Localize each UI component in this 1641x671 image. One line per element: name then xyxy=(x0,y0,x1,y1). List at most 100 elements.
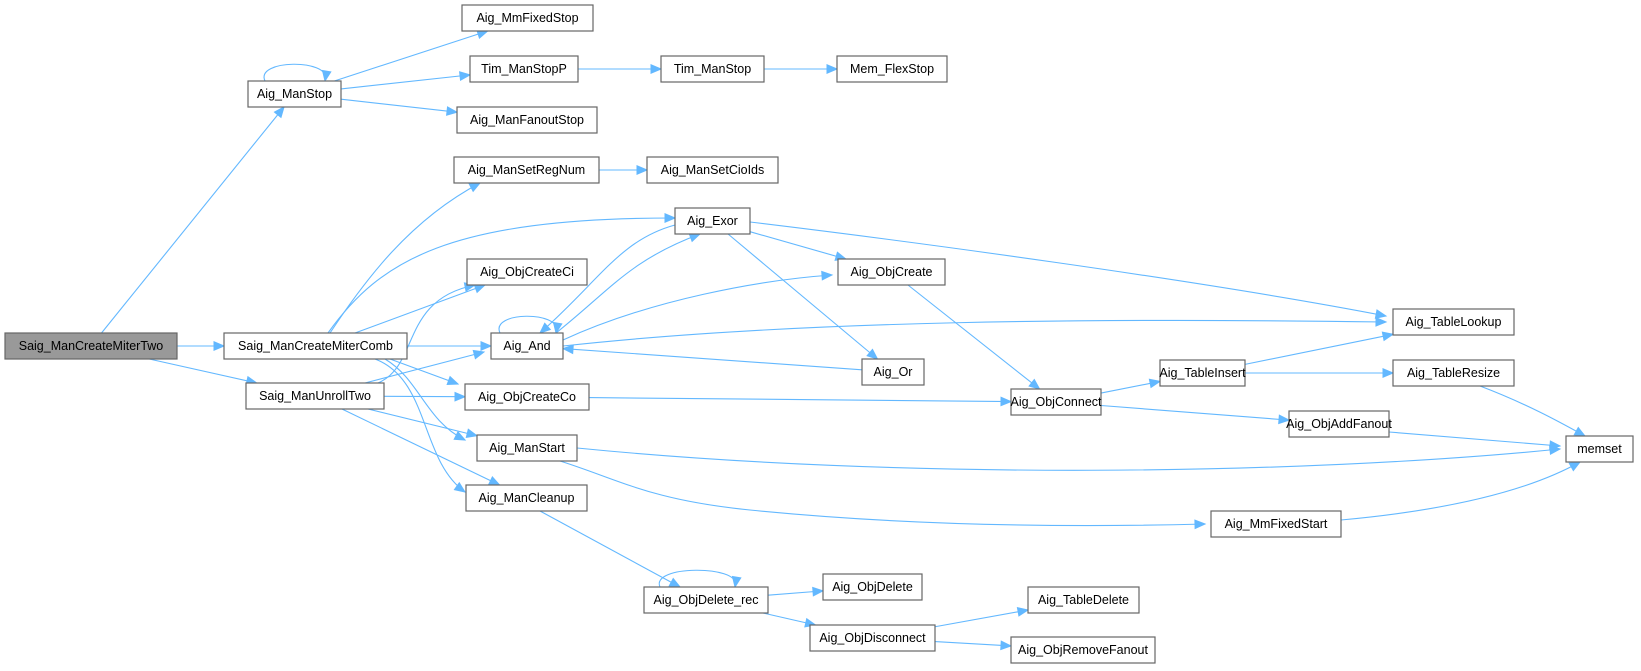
node-aig-and[interactable]: Aig_And xyxy=(490,332,564,360)
node-saig-manunrolltwo[interactable]: Saig_ManUnrollTwo xyxy=(245,382,385,410)
node-box[interactable] xyxy=(822,573,923,601)
node-box[interactable] xyxy=(245,382,385,410)
node-label: Aig_ObjCreateCi xyxy=(480,265,574,279)
node-label: Aig_ObjConnect xyxy=(1010,395,1102,409)
edge-Aig_ObjConnect-to-Aig_TableInsert xyxy=(1100,378,1162,394)
node-box[interactable] xyxy=(1010,636,1156,664)
edge-Aig_ObjCreate-to-Aig_ObjConnect xyxy=(907,284,1041,390)
node-box[interactable] xyxy=(660,55,765,83)
node-aig-objremovefanout[interactable]: Aig_ObjRemoveFanout xyxy=(1010,636,1156,664)
node-aig-manfanoutstop[interactable]: Aig_ManFanoutStop xyxy=(456,106,598,134)
node-aig-mansetregnum[interactable]: Aig_ManSetRegNum xyxy=(453,156,600,184)
node-box[interactable] xyxy=(1210,510,1342,538)
arrowhead xyxy=(453,481,467,493)
node-saig-mancreatemitertwo[interactable]: Saig_ManCreateMiterTwo xyxy=(4,332,178,360)
node-box[interactable] xyxy=(461,4,594,32)
arrowhead xyxy=(1016,606,1030,617)
edge-line xyxy=(149,358,257,384)
edge-line xyxy=(562,319,1387,347)
node-box[interactable] xyxy=(490,332,564,360)
arrowhead xyxy=(321,69,332,83)
node-label: Aig_Exor xyxy=(687,214,738,228)
node-label: Saig_ManCreateMiterComb xyxy=(238,339,393,353)
arrowhead xyxy=(688,233,702,243)
node-box[interactable] xyxy=(1392,308,1515,336)
edge-line xyxy=(539,224,676,334)
node-aig-tableresize[interactable]: Aig_TableResize xyxy=(1392,359,1515,387)
arrowhead xyxy=(1568,461,1582,472)
node-box[interactable] xyxy=(1392,359,1515,387)
node-tim-manstopp[interactable]: Tim_ManStopP xyxy=(469,55,579,83)
node-box[interactable] xyxy=(223,332,408,360)
node-label: Tim_ManStop xyxy=(674,62,751,76)
node-mem-flexstop[interactable]: Mem_FlexStop xyxy=(836,55,948,83)
node-label: Aig_ObjDelete xyxy=(832,580,913,594)
edge-Aig_ObjConnect-to-Aig_ObjAddFanout xyxy=(1100,404,1291,425)
edge-line xyxy=(341,408,500,486)
node-box[interactable] xyxy=(466,258,588,286)
arrowhead xyxy=(1573,426,1587,437)
node-box[interactable] xyxy=(643,586,769,614)
edge-line xyxy=(934,609,1029,628)
node-label: Aig_ObjDisconnect xyxy=(819,631,926,645)
edge-line xyxy=(555,233,701,334)
node-box[interactable] xyxy=(247,80,342,108)
node-box[interactable] xyxy=(4,332,178,360)
node-box[interactable] xyxy=(646,156,779,184)
node-aig-mmfixedstop[interactable]: Aig_MmFixedStop xyxy=(461,4,594,32)
node-aig-or[interactable]: Aig_Or xyxy=(861,358,925,386)
node-aig-mancleanup[interactable]: Aig_ManCleanup xyxy=(465,484,588,512)
node-aig-exor[interactable]: Aig_Exor xyxy=(674,207,751,235)
node-box[interactable] xyxy=(1565,435,1634,463)
edge-line xyxy=(576,447,1561,471)
node-memset[interactable]: memset xyxy=(1565,435,1634,463)
edge-line xyxy=(334,30,488,82)
node-aig-objdelete[interactable]: Aig_ObjDelete xyxy=(822,573,923,601)
node-box[interactable] xyxy=(456,106,598,134)
node-aig-objdisconnect[interactable]: Aig_ObjDisconnect xyxy=(809,624,936,652)
node-box[interactable] xyxy=(453,156,600,184)
edge-line xyxy=(749,221,1387,317)
arrowhead xyxy=(812,586,825,597)
node-box[interactable] xyxy=(465,484,588,512)
node-aig-objdelete-rec[interactable]: Aig_ObjDelete_rec xyxy=(643,586,769,614)
edge-Tim_ManStopP-to-Tim_ManStop xyxy=(578,64,663,74)
node-aig-objcreateci[interactable]: Aig_ObjCreateCi xyxy=(466,258,588,286)
arrowhead xyxy=(446,106,459,116)
node-label: Saig_ManUnrollTwo xyxy=(259,389,371,403)
node-box[interactable] xyxy=(1159,359,1246,387)
node-box[interactable] xyxy=(836,55,948,83)
node-label: Aig_TableDelete xyxy=(1038,593,1129,607)
node-box[interactable] xyxy=(809,624,936,652)
node-aig-manstop[interactable]: Aig_ManStop xyxy=(247,80,342,108)
arrowhead xyxy=(826,64,839,74)
node-aig-tabledelete[interactable]: Aig_TableDelete xyxy=(1027,586,1140,614)
node-aig-manstart[interactable]: Aig_ManStart xyxy=(476,434,578,462)
node-aig-mansetcioids[interactable]: Aig_ManSetCioIds xyxy=(646,156,779,184)
node-aig-objaddfanout[interactable]: Aig_ObjAddFanout xyxy=(1286,410,1392,438)
node-aig-mmfixedstart[interactable]: Aig_MmFixedStart xyxy=(1210,510,1342,538)
node-box[interactable] xyxy=(837,258,946,286)
node-aig-objconnect[interactable]: Aig_ObjConnect xyxy=(1010,388,1102,416)
node-box[interactable] xyxy=(476,434,578,462)
node-box[interactable] xyxy=(1010,388,1102,416)
node-box[interactable] xyxy=(469,55,579,83)
node-aig-tableinsert[interactable]: Aig_TableInsert xyxy=(1159,359,1246,387)
node-box[interactable] xyxy=(1288,410,1390,438)
edge-line xyxy=(367,408,478,437)
arrowhead xyxy=(446,375,460,386)
node-box[interactable] xyxy=(464,383,590,411)
node-label: memset xyxy=(1577,442,1622,456)
node-saig-mancreatemitercomb[interactable]: Saig_ManCreateMiterComb xyxy=(223,332,408,360)
node-tim-manstop[interactable]: Tim_ManStop xyxy=(660,55,765,83)
node-box[interactable] xyxy=(861,358,925,386)
arrowhead xyxy=(1194,519,1207,530)
node-box[interactable] xyxy=(674,207,751,235)
node-aig-tablelookup[interactable]: Aig_TableLookup xyxy=(1392,308,1515,336)
node-aig-objcreate[interactable]: Aig_ObjCreate xyxy=(837,258,946,286)
node-box[interactable] xyxy=(1027,586,1140,614)
edge-Saig_ManUnrollTwo-to-Aig_ObjCreateCo xyxy=(383,391,467,402)
node-aig-objcreateco[interactable]: Aig_ObjCreateCo xyxy=(464,383,590,411)
edge-Saig_ManUnrollTwo-to-Aig_And xyxy=(364,349,486,384)
edge-line xyxy=(327,217,676,334)
